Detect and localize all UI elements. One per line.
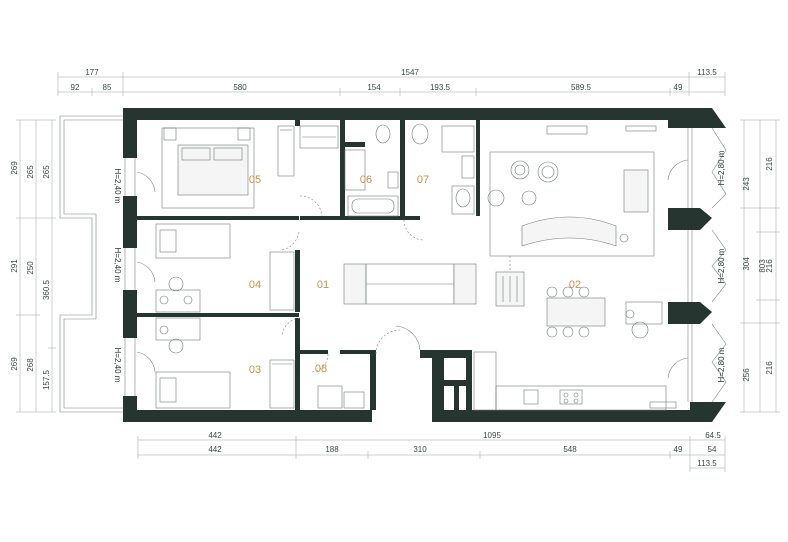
left-dimensions: 269 291 269 265 250 268 265 360.5 157.5 bbox=[10, 119, 56, 413]
top-dimensions: 177 1547 113.5 92 85 580 154 193.5 589.5… bbox=[57, 68, 726, 96]
room-label-05: 05 bbox=[249, 174, 261, 186]
storage-08-furniture bbox=[317, 385, 365, 409]
dim-right-803: 803 bbox=[758, 259, 767, 273]
dim-top-113-5: 113.5 bbox=[697, 68, 717, 77]
dim-right-216-b: 216 bbox=[765, 259, 774, 273]
room-label-01: 01 bbox=[317, 279, 329, 291]
dim-bottom-1095: 1095 bbox=[483, 431, 501, 440]
dim-right-304: 304 bbox=[742, 257, 751, 271]
dim-bottom-188: 188 bbox=[325, 445, 339, 454]
room-03-furniture bbox=[155, 317, 295, 409]
dim-left-360-5: 360.5 bbox=[42, 279, 51, 300]
dim-left-265-a: 265 bbox=[26, 165, 35, 179]
height-label-room-05: H=2,40 m bbox=[113, 169, 122, 204]
dim-top-1547: 1547 bbox=[401, 68, 419, 77]
dim-left-250: 250 bbox=[26, 261, 35, 275]
room-label-07: 07 bbox=[417, 174, 429, 186]
dim-top-193-5: 193.5 bbox=[430, 83, 451, 92]
balcony bbox=[59, 115, 123, 413]
bottom-dimensions: 442 1095 64.5 442 188 310 548 49 54 113.… bbox=[137, 431, 726, 472]
hall-01-furniture bbox=[343, 263, 477, 305]
dim-bottom-548: 548 bbox=[563, 445, 577, 454]
bathroom-06-furniture bbox=[344, 124, 399, 217]
dim-top-49: 49 bbox=[674, 83, 683, 92]
dim-bottom-49: 49 bbox=[674, 445, 683, 454]
dim-left-269-b: 269 bbox=[10, 357, 19, 371]
bedroom-05-furniture bbox=[161, 125, 339, 209]
bathroom-07-furniture bbox=[411, 123, 475, 215]
dim-right-216-c: 216 bbox=[765, 361, 774, 375]
dim-bottom-64-5: 64.5 bbox=[705, 431, 721, 440]
room-labels: 05 06 07 04 01 02 03 08 bbox=[249, 174, 581, 376]
height-label-window-1: H=2,80 m bbox=[717, 150, 726, 185]
dim-top-154: 154 bbox=[367, 83, 381, 92]
dim-bottom-54: 54 bbox=[708, 445, 717, 454]
dim-bottom-442-b: 442 bbox=[208, 445, 222, 454]
windows bbox=[124, 127, 727, 403]
room-label-06: 06 bbox=[360, 174, 372, 186]
height-label-window-3: H=2,80 m bbox=[717, 347, 726, 382]
room-label-08: 08 bbox=[315, 363, 327, 375]
height-label-room-03: H=2,40 m bbox=[113, 348, 122, 383]
room-label-04: 04 bbox=[249, 279, 261, 291]
dim-left-268: 268 bbox=[26, 358, 35, 372]
room-label-02: 02 bbox=[569, 279, 581, 291]
dim-right-216-a: 216 bbox=[765, 157, 774, 171]
dim-right-256: 256 bbox=[742, 368, 751, 382]
dim-top-580: 580 bbox=[233, 83, 247, 92]
dim-top-85: 85 bbox=[103, 83, 112, 92]
right-dimensions: 243 304 256 216 803 216 216 bbox=[740, 119, 780, 413]
dim-top-177: 177 bbox=[85, 68, 99, 77]
dim-right-243: 243 bbox=[742, 177, 751, 191]
dim-left-265-b: 265 bbox=[42, 165, 51, 179]
dim-left-291: 291 bbox=[10, 259, 19, 273]
room-label-03: 03 bbox=[249, 364, 261, 376]
dim-bottom-310: 310 bbox=[413, 445, 427, 454]
height-label-room-04: H=2,40 m bbox=[113, 248, 122, 283]
height-labels: H=2,40 m H=2,40 m H=2,40 m H=2,80 m H=2,… bbox=[113, 150, 726, 383]
dim-bottom-442-a: 442 bbox=[208, 431, 222, 440]
room-04-furniture bbox=[155, 223, 295, 313]
doors bbox=[281, 195, 425, 373]
height-label-window-2: H=2,80 m bbox=[717, 248, 726, 283]
dim-top-92: 92 bbox=[71, 83, 80, 92]
dim-top-589-5: 589.5 bbox=[571, 83, 592, 92]
walls bbox=[123, 108, 726, 422]
dim-left-157-5: 157.5 bbox=[42, 369, 51, 390]
dim-bottom-113-5: 113.5 bbox=[697, 459, 717, 468]
living-02-furniture bbox=[473, 125, 677, 411]
dim-left-269-a: 269 bbox=[10, 161, 19, 175]
